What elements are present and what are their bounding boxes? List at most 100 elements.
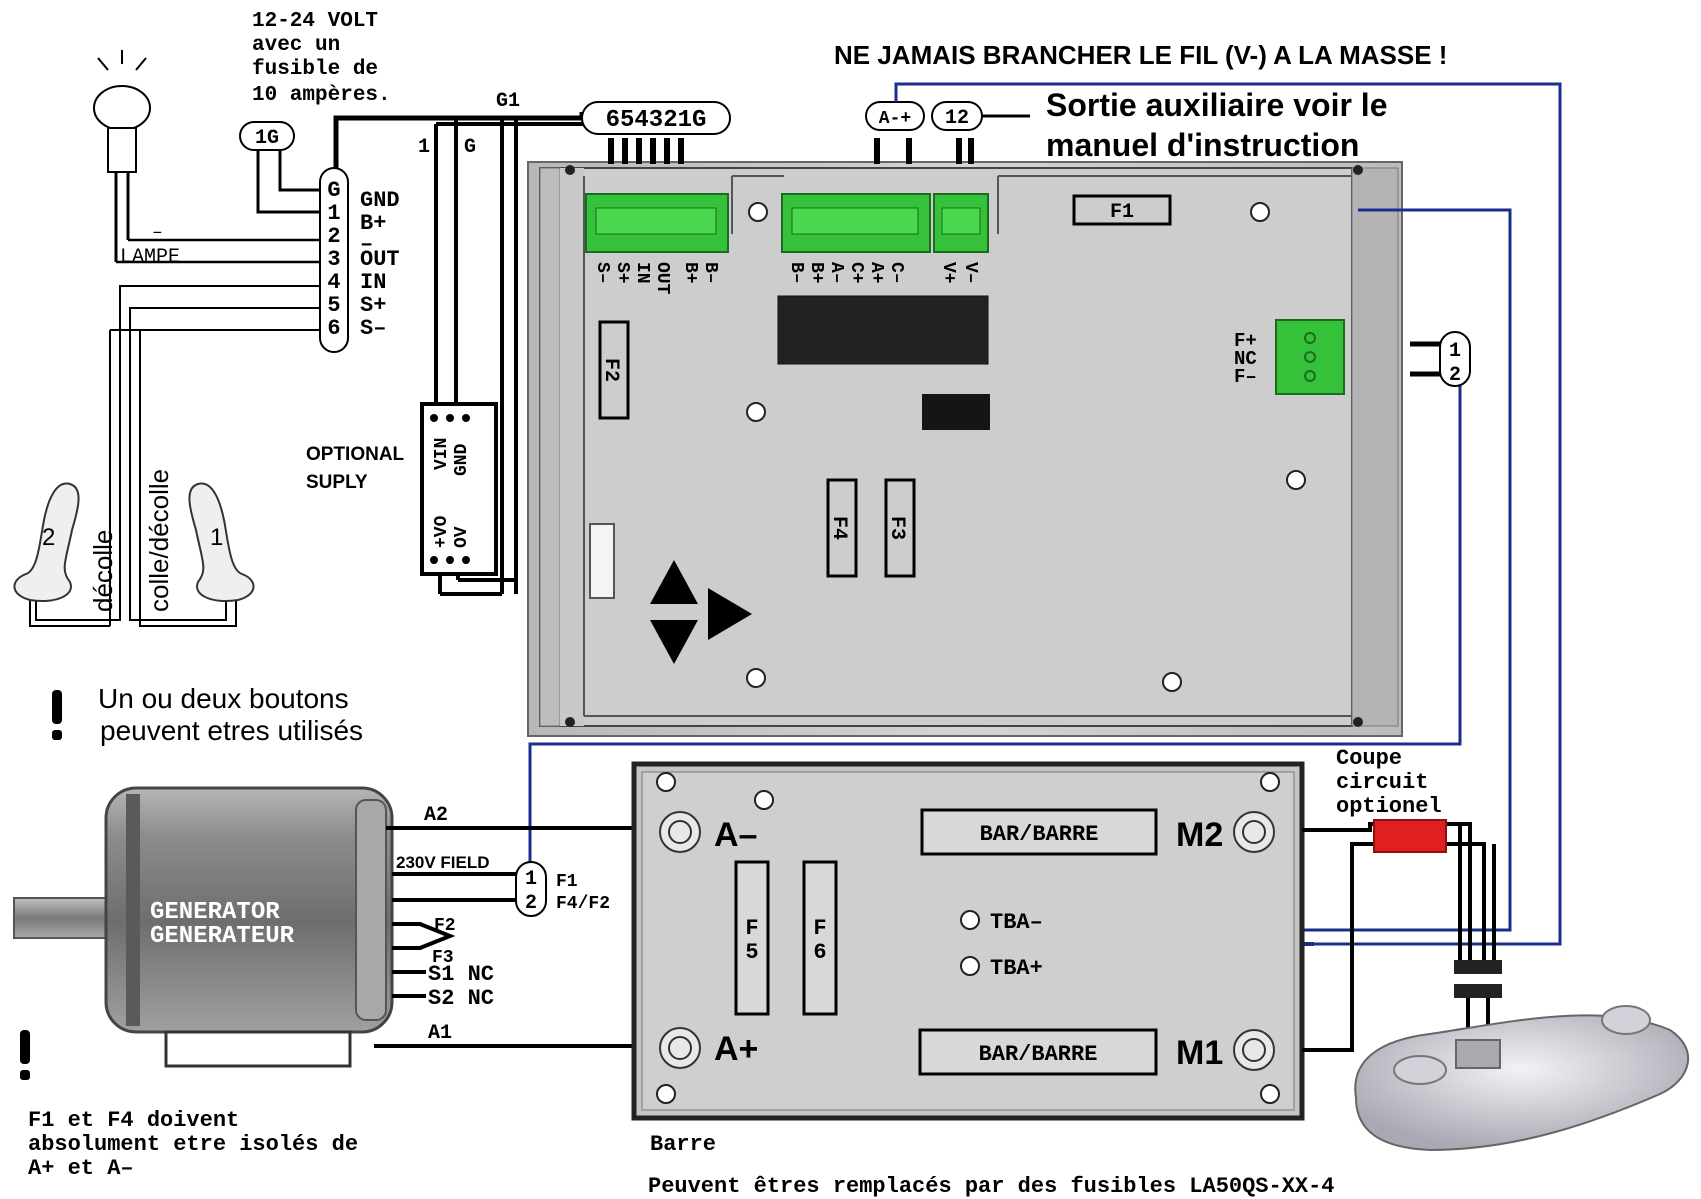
wire-s2-label: S2 NC (428, 986, 494, 1011)
wire-s1-label: S1 NC (428, 962, 494, 987)
button-label-colle-decolle: colle/décolle (144, 469, 174, 612)
green-connector-3 (933, 193, 989, 253)
optional-supply-title-2: SUPLY (306, 472, 368, 493)
terminal-pin-g: G (327, 178, 340, 203)
terminal-label-bplus: B+ (360, 211, 386, 236)
wire-f2-label: F2 (434, 916, 456, 936)
m1-label: M1 (1176, 1034, 1223, 1072)
supply-1g-connector: 1G (239, 121, 295, 151)
fuse-f4-label: F4 (827, 516, 850, 540)
aux-output-note-2: manuel d'instruction (1046, 127, 1359, 163)
fuse-f2-label: F2 (599, 358, 622, 382)
conn3-label-vplus: V+ (938, 262, 958, 284)
connector-2-labels: B– B+ A– C+ A+ C– (786, 262, 906, 284)
green-relay-connector (1275, 319, 1345, 395)
wire-230v-field-label: 230V FIELD (396, 853, 490, 872)
a-plus-label: A+ (714, 1030, 758, 1068)
f-12-connector: 1 2 (1439, 331, 1471, 387)
optional-supply-title-1: OPTIONAL (306, 444, 405, 465)
controller-screws (746, 202, 1306, 692)
button-1-number: 1 (210, 524, 223, 551)
lamp-minus-label: – (152, 223, 163, 243)
controller-top-pins (608, 138, 974, 164)
aux-connector-12: 12 (931, 101, 983, 131)
conn1-label-in: IN (632, 262, 652, 284)
field-12-connector: 1 2 (515, 861, 547, 917)
fuse-f6-letter: F (813, 916, 826, 941)
fuse-f4: F4 (826, 478, 858, 578)
relay-label-nc: NC (1234, 348, 1257, 370)
note-f1f4-line-3: A+ et A– (28, 1156, 134, 1181)
bar-box-screws (656, 772, 1280, 1104)
fuse-f1: F1 (1072, 194, 1172, 226)
a-minus-label: A– (714, 816, 757, 854)
conn1-label-bplus: B+ (680, 262, 700, 284)
bar-top-label: BAR/BARRE (980, 822, 1099, 847)
m2-label: M2 (1176, 816, 1223, 854)
supply-note-line-1: 12-24 VOLT (252, 10, 378, 33)
terminal-label-gnd: GND (360, 188, 400, 213)
main-connector-654321g: 654321G (581, 101, 731, 135)
plug-top (1454, 960, 1502, 974)
exclamation-icon-2 (20, 1030, 30, 1080)
note-buttons-line-2: peuvent etres utilisés (100, 715, 363, 746)
conn2-label-bminus: B– (786, 262, 806, 284)
optional-supply-block: VIN GND +VO OV (420, 402, 498, 576)
terminal-pin-3: 3 (327, 247, 340, 272)
left-terminal-strip (319, 167, 349, 353)
conn2-label-cminus: C– (886, 262, 906, 284)
supply-note-line-2: avec un (252, 34, 340, 57)
fuse-red-icon (1373, 819, 1447, 853)
optional-supply-vin: VIN (432, 438, 452, 470)
green-connector-1 (585, 193, 729, 253)
terminal-a-plus: A+ (659, 1027, 758, 1069)
field-pin-2: 2 (525, 892, 537, 915)
conn1-label-sminus: S– (592, 262, 612, 284)
wire-1-label: 1 (418, 136, 430, 159)
terminal-label-out: OUT (360, 247, 400, 272)
chip-area (777, 295, 989, 365)
conn2-label-aminus: A– (826, 262, 846, 284)
bar-bottom: BAR/BARRE (918, 1028, 1158, 1076)
fuse-f5-number: 5 (745, 940, 758, 965)
terminal-label-sminus: S– (360, 316, 386, 341)
fuse-f1-label: F1 (1110, 201, 1134, 224)
connector-3-labels: V+ V– (938, 262, 980, 284)
bar-top: BAR/BARRE (920, 808, 1158, 856)
conn2-label-bplus: B+ (806, 262, 826, 284)
supply-1g-label: 1G (255, 127, 279, 150)
generator-label-2: GENERATEUR (150, 923, 295, 950)
optional-supply-gnd: GND (452, 443, 472, 476)
terminal-m2: M2 (1176, 811, 1275, 854)
plug-bottom (1454, 984, 1502, 998)
fuse-f6: F 6 (802, 860, 838, 1016)
terminal-pin-2: 2 (327, 224, 340, 249)
coupe-circuit-3: optionel (1336, 794, 1442, 819)
note-buttons-line-1: Un ou deux boutons (98, 683, 349, 714)
conn2-label-cplus: C+ (846, 262, 866, 284)
tba-terminals: TBA– TBA+ (960, 910, 1043, 981)
button-1-icon: 1 (188, 482, 255, 602)
aux-12-label: 12 (945, 107, 969, 130)
button-2-icon: 2 (13, 482, 80, 602)
nav-arrows-icon (650, 560, 752, 664)
f-12-pin-2: 2 (1449, 364, 1461, 387)
conn3-label-vminus: V– (960, 262, 980, 284)
green-connector-2 (781, 193, 931, 253)
terminal-pin-1: 1 (327, 201, 340, 226)
note-f1f4-line-2: absolument etre isolés de (28, 1132, 358, 1157)
relay-label-fminus: F– (1234, 366, 1257, 388)
note-f1f4-line-1: F1 et F4 doivent (28, 1108, 239, 1133)
terminal-pin-5: 5 (327, 293, 340, 318)
fuse-f5-letter: F (745, 916, 758, 941)
fuse-f6-number: 6 (813, 940, 826, 965)
terminal-label-in: IN (360, 270, 386, 295)
tba-plus-label: TBA+ (990, 956, 1043, 981)
conn1-label-splus: S+ (612, 262, 632, 284)
aux-connector-a: A-+ (865, 101, 925, 131)
left-terminal-pins: G 1 2 3 4 5 6 (327, 178, 340, 341)
fuse-f3-label: F3 (885, 516, 908, 540)
terminal-pin-6: 6 (327, 316, 340, 341)
optional-supply-ov: OV (452, 526, 472, 548)
fuse-f2: F2 (598, 320, 630, 420)
